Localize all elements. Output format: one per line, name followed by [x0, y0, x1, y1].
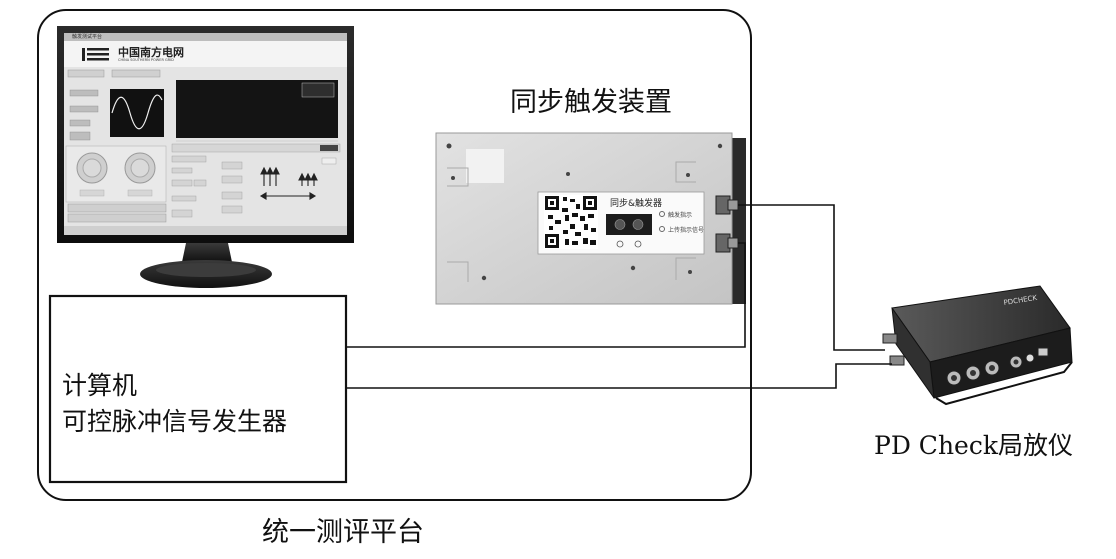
qr-code-icon	[544, 195, 598, 249]
taskbar	[64, 226, 347, 235]
knob-cap	[82, 158, 102, 178]
tab-active	[320, 145, 338, 151]
logo-en-text: CHINA SOUTHERN POWER GRID	[118, 58, 174, 62]
panel-title: 同步&触发器	[610, 197, 662, 209]
status-line-1: 触发指示	[668, 211, 692, 219]
screw-holes	[446, 143, 723, 281]
screen-field	[67, 69, 105, 78]
monitor-neck	[182, 243, 232, 262]
device-label-sticker	[466, 149, 504, 183]
indicator-led	[659, 226, 665, 232]
window-title: 触发测试平台	[72, 34, 103, 40]
pulse-arrows	[259, 166, 318, 200]
bnc-connector	[715, 233, 739, 253]
analyzer-port	[984, 360, 1000, 376]
window-titlebar	[64, 33, 347, 41]
knob-cap	[130, 158, 150, 178]
analyzer-port	[946, 370, 962, 386]
base-highlight	[156, 263, 256, 277]
computer-label: 计算机	[62, 371, 138, 400]
mount-brackets	[447, 161, 696, 282]
analyzer-side	[891, 307, 935, 399]
platform-label: 统一测评平台	[262, 517, 424, 548]
monitor	[57, 26, 354, 288]
knob-value	[127, 189, 153, 197]
side-connector	[889, 355, 905, 366]
status-line-2: 上传指示信号	[668, 226, 704, 234]
wire-sync-to-computer	[347, 242, 746, 348]
sync-device: 同步&触发器 触发指示 上传指示信号	[435, 132, 746, 305]
analyzer-port	[965, 365, 981, 381]
tab-bar	[171, 143, 341, 153]
side-connector	[882, 333, 898, 344]
panel-display	[606, 214, 652, 235]
platform-frame	[37, 9, 752, 501]
bnc-connector	[715, 195, 739, 215]
pd-check-analyzer: PDCHECK	[882, 285, 1073, 406]
analyzer-port	[1025, 353, 1035, 363]
sync-device-label: 同步触发装置	[510, 87, 672, 118]
display-port	[632, 219, 644, 230]
logo-cn-text: 中国南方电网	[118, 46, 184, 59]
logo-strip	[64, 41, 347, 67]
signal-generator-label: 可控脉冲信号发生器	[62, 407, 288, 436]
start-button	[67, 203, 167, 213]
lan-port	[1037, 347, 1049, 357]
wire-computer-to-analyzer	[347, 363, 892, 389]
stop-button	[67, 213, 167, 223]
screen-toggle	[321, 157, 337, 165]
sine-trace	[111, 94, 163, 130]
analyzer-label: PD Check局放仪	[874, 431, 1073, 460]
plot-legend	[301, 82, 335, 98]
analyzer-foot	[935, 361, 1073, 406]
wire-sync-to-analyzer-1	[738, 204, 885, 351]
computer-box	[48, 294, 348, 484]
grid-logo-icon	[82, 48, 109, 61]
connection-wires	[347, 204, 892, 389]
knob-value	[79, 189, 105, 197]
screen-field	[111, 69, 161, 78]
analyzer-port	[1009, 355, 1023, 369]
indicator-led	[659, 211, 665, 217]
config-fields	[171, 155, 243, 218]
display-port	[614, 219, 626, 230]
panel-switch-icons	[616, 240, 642, 248]
param-column	[69, 89, 99, 141]
